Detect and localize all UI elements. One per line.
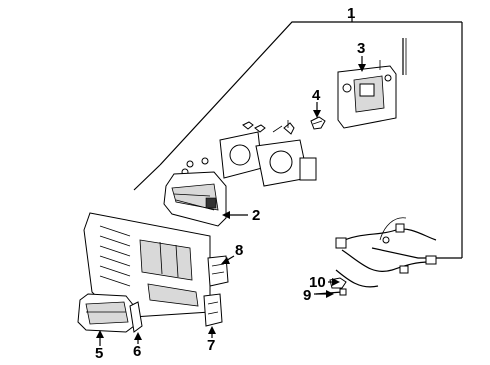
leader-lines [96, 56, 366, 346]
callout-6: 6 [133, 343, 141, 360]
wiring-harness [335, 217, 437, 288]
callout-3: 3 [357, 40, 365, 57]
adjuster-screw [310, 116, 326, 130]
callout-5: 5 [95, 345, 103, 360]
park-lamp [77, 293, 135, 333]
callout-1: 1 [347, 5, 355, 22]
grille [83, 212, 211, 319]
mounting-bracket [337, 38, 407, 129]
callout-labels: 1 2 3 4 5 6 7 8 9 10 [95, 5, 365, 362]
callout-9: 9 [303, 287, 311, 304]
headlamp-housing [219, 131, 317, 187]
callout-10: 10 [309, 274, 326, 291]
callout-4: 4 [312, 87, 321, 104]
lamp-retainer [129, 301, 143, 333]
side-marker-lower [203, 293, 223, 327]
callout-8: 8 [235, 242, 243, 259]
assembly-outline [133, 8, 463, 259]
headlamp [163, 171, 227, 227]
callout-2: 2 [252, 207, 260, 224]
hardware-bolts [181, 120, 295, 176]
callout-7: 7 [207, 337, 215, 354]
